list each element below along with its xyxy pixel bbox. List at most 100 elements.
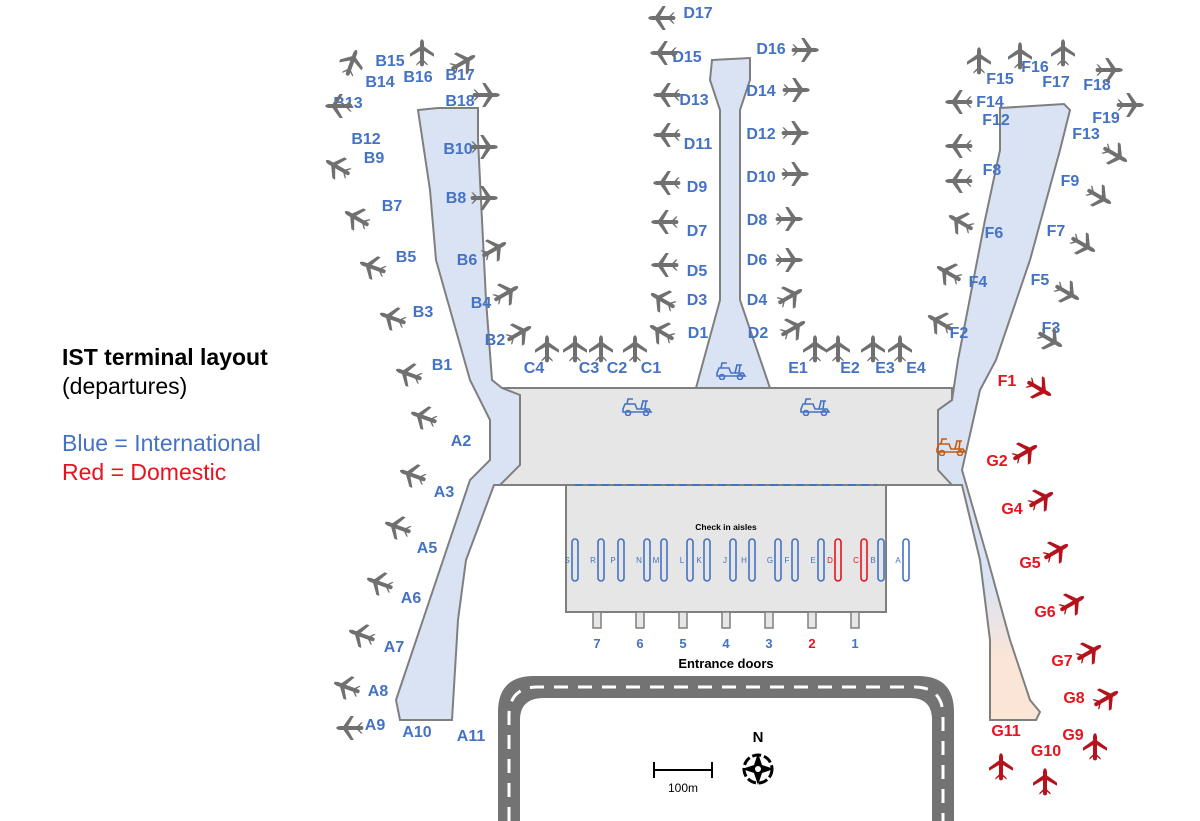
airplane-icon <box>1023 482 1060 517</box>
gate-label-e3: E3 <box>875 360 895 377</box>
gate-label-b18: B18 <box>445 93 474 110</box>
checkin-aisle-label: N <box>636 556 642 565</box>
gate-label-f1: F1 <box>998 373 1017 390</box>
airplane-icon <box>775 311 812 346</box>
gate-label-d14: D14 <box>746 83 775 100</box>
checkin-aisle-c <box>860 538 868 582</box>
gate-label-b16: B16 <box>403 69 432 86</box>
airplane-icon <box>945 90 973 114</box>
checkin-aisle-f <box>791 538 799 582</box>
checkin-aisle-label: S <box>564 556 569 565</box>
gate-label-c3: C3 <box>579 360 600 377</box>
gate-label-d3: D3 <box>687 292 708 309</box>
checkin-aisle-e <box>817 538 825 582</box>
legend-international: Blue = International <box>62 430 261 456</box>
gate-label-b8: B8 <box>446 190 467 207</box>
gate-label-b17: B17 <box>445 67 474 84</box>
gate-label-g6: G6 <box>1034 604 1055 621</box>
map-legend: IST terminal layout (departures) Blue = … <box>62 344 268 486</box>
gate-label-f7: F7 <box>1047 223 1066 240</box>
gate-label-d4: D4 <box>747 292 768 309</box>
airplane-icon <box>653 123 681 147</box>
airplane-icon <box>336 716 364 740</box>
gate-label-d6: D6 <box>747 252 768 269</box>
checkin-aisle-label: J <box>723 556 727 565</box>
gate-label-g7: G7 <box>1051 653 1072 670</box>
entrance-door <box>764 611 774 629</box>
airplane-icon <box>406 401 441 434</box>
airplane-icon <box>775 248 803 272</box>
gate-label-g10: G10 <box>1031 743 1061 760</box>
airplane-icon <box>338 201 375 236</box>
gate-label-f5: F5 <box>1031 272 1050 289</box>
gate-label-f16: F16 <box>1021 59 1049 76</box>
airplane-icon <box>1088 681 1125 716</box>
gate-label-a7: A7 <box>384 639 405 656</box>
gate-label-a2: A2 <box>451 433 472 450</box>
entrance-door-label: 5 <box>679 636 686 651</box>
gate-label-b7: B7 <box>382 198 403 215</box>
pier-fg <box>937 102 1072 721</box>
gate-label-f4: F4 <box>969 274 988 291</box>
checkin-aisle-label: K <box>696 556 702 565</box>
gate-label-c1: C1 <box>641 360 662 377</box>
airplane-icon <box>391 358 426 391</box>
airplane-icon <box>1071 635 1108 670</box>
gate-label-b15: B15 <box>375 53 404 70</box>
checkin-aisle-label: F <box>785 556 790 565</box>
entrance-door <box>721 611 731 629</box>
gate-label-d11: D11 <box>684 136 713 153</box>
airplane-icon <box>930 256 967 291</box>
gate-label-b6: B6 <box>457 252 478 269</box>
entrance-door <box>850 611 860 629</box>
checkin-aisle-label: R <box>590 556 596 565</box>
airplane-icon <box>1116 93 1144 117</box>
checkin-aisle-j <box>729 538 737 582</box>
gate-label-g9: G9 <box>1062 727 1083 744</box>
compass-rose-icon <box>742 753 774 785</box>
airplane-icon <box>335 45 368 80</box>
airplane-icon <box>945 134 973 158</box>
airplane-icon <box>375 302 410 335</box>
checkin-aisle-g <box>774 538 782 582</box>
gate-label-a11: A11 <box>457 728 486 745</box>
airplane-icon <box>329 671 364 704</box>
checkin-aisle-label: M <box>653 556 660 565</box>
gate-label-d12: D12 <box>746 126 775 143</box>
gate-label-b4: B4 <box>471 295 492 312</box>
checkin-aisle-label: E <box>810 556 815 565</box>
gate-label-b10: B10 <box>443 141 472 158</box>
airplane-icon <box>1083 733 1107 761</box>
entrance-title: Entrance doors <box>678 656 773 671</box>
gate-label-b14: B14 <box>365 74 394 91</box>
pier-ab <box>394 107 521 721</box>
airplane-icon <box>344 619 379 652</box>
airplane-icon <box>1033 768 1057 796</box>
gate-label-g5: G5 <box>1019 555 1040 572</box>
gate-label-e1: E1 <box>788 360 808 377</box>
gate-label-f2: F2 <box>950 325 969 342</box>
airplane-icon <box>1007 435 1044 470</box>
gate-label-a3: A3 <box>434 484 455 501</box>
gate-label-d13: D13 <box>679 92 708 109</box>
checkin-aisle-label: P <box>610 556 615 565</box>
gate-label-g4: G4 <box>1001 501 1022 518</box>
airplane-icon <box>1021 371 1058 406</box>
checkin-aisle-k <box>703 538 711 582</box>
gate-label-f8: F8 <box>983 162 1002 179</box>
airplane-icon <box>1051 39 1075 67</box>
gate-label-d5: D5 <box>687 263 708 280</box>
checkin-aisle-n <box>643 538 651 582</box>
road <box>498 676 954 821</box>
legend-domestic: Red = Domestic <box>62 459 227 485</box>
checkin-aisle-label: B <box>870 556 875 565</box>
airplane-icon <box>781 162 809 186</box>
airplane-icon <box>772 279 809 314</box>
checkin-aisle-label: G <box>767 556 773 565</box>
gate-label-f15: F15 <box>986 71 1014 88</box>
airplane-icon <box>563 335 587 363</box>
entrance-door <box>592 611 602 629</box>
airplane-icon <box>1097 137 1134 172</box>
